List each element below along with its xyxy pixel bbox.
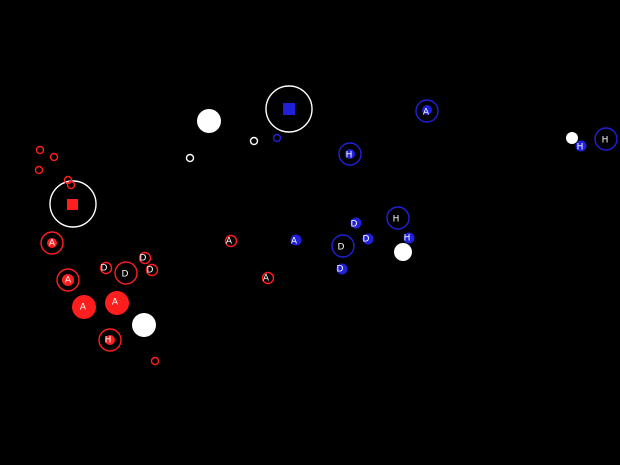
blue-unit-h[interactable]: H <box>403 232 415 244</box>
blue-units: A H H H A D <box>272 99 618 275</box>
red-base-ring <box>49 180 97 228</box>
blue-base[interactable] <box>265 85 313 133</box>
red-units: A A A A D D <box>40 231 275 352</box>
blue-base-ring <box>265 85 313 133</box>
unit-label: D <box>351 220 358 230</box>
red-scout[interactable] <box>66 180 76 190</box>
resource-orb[interactable] <box>132 313 156 337</box>
unit-label: D <box>338 243 345 253</box>
unit-label: H <box>404 234 411 244</box>
red-scout[interactable] <box>49 152 59 162</box>
unit-label: H <box>346 151 353 161</box>
unit-label: H <box>577 143 584 153</box>
red-unit-d[interactable]: D <box>114 261 138 285</box>
unit-label: D <box>147 266 154 276</box>
blue-scout[interactable] <box>272 133 282 143</box>
unit-label: A <box>226 237 233 247</box>
red-scout[interactable] <box>34 165 44 175</box>
unit-label: D <box>337 265 344 275</box>
neutral-resources <box>132 109 578 337</box>
blue-unit-d[interactable]: D <box>336 263 348 275</box>
blue-spawn-square[interactable] <box>283 103 295 115</box>
unit-label: D <box>101 264 108 274</box>
red-spawn-square[interactable] <box>67 199 78 210</box>
red-base[interactable] <box>49 180 97 228</box>
resource-orb[interactable] <box>394 243 412 261</box>
blue-unit-d[interactable]: D <box>331 234 355 258</box>
red-small-units <box>34 145 160 366</box>
unit-label: H <box>105 336 112 346</box>
blue-unit-a[interactable]: A <box>415 99 439 123</box>
resource-orb[interactable] <box>566 132 578 144</box>
red-unit-a[interactable]: A <box>261 271 275 285</box>
red-unit-a-large[interactable]: A <box>105 291 129 315</box>
blue-unit-h[interactable]: H <box>386 206 410 230</box>
unit-label: H <box>393 215 400 225</box>
red-unit-a[interactable]: A <box>56 268 80 292</box>
red-unit-d[interactable]: D <box>99 261 113 275</box>
blue-unit-a[interactable]: A <box>290 234 302 247</box>
unit-label: H <box>602 136 609 146</box>
resource-ring[interactable] <box>185 153 195 163</box>
red-unit-a[interactable]: A <box>40 231 64 255</box>
unit-label: A <box>49 239 56 249</box>
unit-label: A <box>112 298 119 308</box>
red-unit-d[interactable]: D <box>138 251 152 265</box>
unit-label: A <box>80 303 87 313</box>
blue-unit-h[interactable]: H <box>338 142 362 166</box>
blue-unit-h[interactable]: H <box>594 127 618 151</box>
blue-unit-d[interactable]: D <box>362 233 374 245</box>
unit-label: A <box>291 237 298 247</box>
unit-label: D <box>122 270 129 280</box>
red-scout[interactable] <box>150 356 160 366</box>
red-unit-a[interactable]: A <box>224 234 238 248</box>
unit-label: D <box>363 235 370 245</box>
blue-unit-d[interactable]: D <box>350 217 362 230</box>
resource-ring[interactable] <box>249 136 259 146</box>
unit-label: A <box>263 274 270 284</box>
red-unit-a-large[interactable]: A <box>72 295 96 319</box>
red-unit-d[interactable]: D <box>145 263 159 277</box>
unit-label: A <box>65 276 72 286</box>
unit-label: D <box>140 254 147 264</box>
resource-orb[interactable] <box>197 109 221 133</box>
red-unit-h[interactable]: H <box>98 328 122 352</box>
red-scout[interactable] <box>35 145 45 155</box>
unit-label: A <box>423 108 430 118</box>
blue-unit-h[interactable]: H <box>575 140 587 153</box>
